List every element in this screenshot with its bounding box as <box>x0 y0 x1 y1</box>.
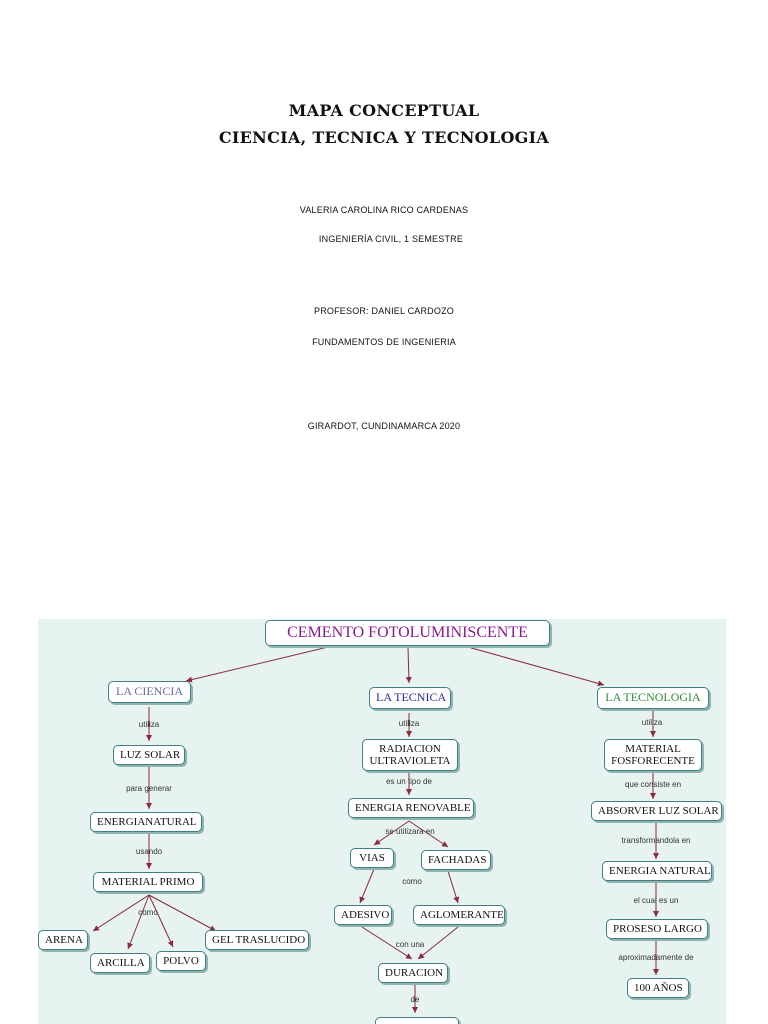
energia-natural-node: ENERGIA NATURAL <box>602 861 712 881</box>
duracion-node: DURACION <box>378 963 448 983</box>
tecnica-link-utiliza: utiliza <box>398 719 420 728</box>
absorver-luz-solar-node: ABSORVER LUZ SOLAR <box>591 801 722 821</box>
tecnica-link-como: como <box>402 877 422 886</box>
place-year-text: GIRARDOT, CUNDINAMARCA 2020 <box>307 421 461 431</box>
ciencia-link-para-generar: para generar <box>126 784 172 793</box>
program-text: INGENIERÍA CIVIL, 1 SEMESTRE <box>318 234 464 244</box>
tecnica-link-de: de <box>410 995 420 1004</box>
ciencia-link-como: como <box>138 908 158 917</box>
aglomerante-node: AGLOMERANTE <box>413 905 505 925</box>
tecnologia-link-que-consiste-en: que consiste en <box>624 780 682 789</box>
tecnologia-link-transformandola-en: transformandola en <box>621 836 691 845</box>
polvo-node: POLVO <box>156 951 206 971</box>
tecnologia-node: LA TECNOLOGIA <box>597 687 709 709</box>
ciencia-node: LA CIENCIA <box>108 681 191 703</box>
energianatural-node: ENERGIANATURAL <box>90 812 202 832</box>
radiacion-ultravioleta-node: RADIACION ULTRAVIOLETA <box>362 739 458 771</box>
cien-anos-node: 100 AÑOS <box>627 978 689 998</box>
gel-traslucido-node: GEL TRASLUCIDO <box>205 930 309 950</box>
author-name: VALERIA CAROLINA RICO CARDENAS <box>299 205 469 215</box>
luz-solar-node: LUZ SOLAR <box>113 745 185 765</box>
vias-node: VIAS <box>350 848 394 868</box>
tecnica-link-es-un-tipo-de: es un tipo de <box>386 777 432 786</box>
material-fosforecente-node: MATERIAL FOSFORECENTE <box>604 739 702 771</box>
course-text: FUNDAMENTOS DE INGENIERIA <box>312 337 456 347</box>
tecnica-link-con-una: con una <box>395 940 425 949</box>
adesivo-node: ADESIVO <box>334 905 392 925</box>
title-line-1: MAPA CONCEPTUAL <box>288 101 480 120</box>
concept-map: CEMENTO FOTOLUMINISCENTE LA CIENCIA util… <box>38 619 726 1024</box>
root-node: CEMENTO FOTOLUMINISCENTE <box>265 620 550 646</box>
fachadas-node: FACHADAS <box>421 850 491 870</box>
tecnica-node: LA TECNICA <box>369 687 451 709</box>
arena-node: ARENA <box>38 930 88 950</box>
material-primo-node: MATERIAL PRIMO <box>93 872 203 892</box>
ciencia-link-utiliza: utiliza <box>138 720 160 729</box>
connector-lines <box>92 646 659 1013</box>
arcilla-node: ARCILLA <box>90 953 150 973</box>
ciencia-link-usando: usando <box>135 847 163 856</box>
professor-text: PROFESOR: DANIEL CARDOZO <box>314 306 454 316</box>
tecnologia-link-utiliza: utiliza <box>641 718 663 727</box>
tecnica-cut-off-node <box>375 1017 459 1024</box>
title-line-2: CIENCIA, TECNICA Y TECNOLOGIA <box>218 128 550 147</box>
tecnologia-link-aproximadamente-de: aproximadamente de <box>618 953 694 962</box>
tecnica-link-se-utilizara-en: se utilizara en <box>385 827 435 836</box>
energia-renovable-node: ENERGIA RENOVABLE <box>348 798 474 818</box>
tecnologia-link-el-cual-es-un: el cual es un <box>633 896 679 905</box>
proseso-largo-node: PROSESO LARGO <box>606 919 708 939</box>
